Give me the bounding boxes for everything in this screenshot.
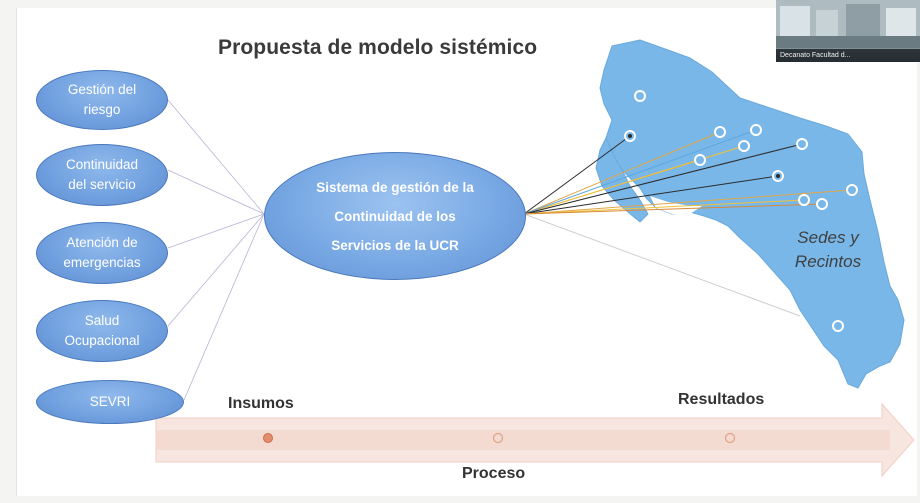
slide-title: Propuesta de modelo sistémico xyxy=(218,36,538,59)
site-markers xyxy=(624,90,858,332)
label-inputs: Insumos xyxy=(228,395,294,412)
site-marker-dots xyxy=(628,134,780,178)
process-marker-end xyxy=(724,432,736,444)
site-marker xyxy=(846,184,858,196)
webcam-caption: Decanato Facultad d... xyxy=(776,49,920,62)
map-label: Sedes y Recintos xyxy=(794,228,862,271)
webcam-scene xyxy=(776,0,920,48)
nicoya-peninsula xyxy=(595,136,649,223)
costa-rica-map xyxy=(599,39,905,389)
process-marker-start xyxy=(263,433,273,443)
input-risk-management: Gestión del riesgo xyxy=(36,70,168,130)
site-marker xyxy=(816,198,828,210)
input-emergency-response: Atención de emergencias xyxy=(36,222,168,284)
input-connectors xyxy=(167,99,265,401)
process-marker-mid xyxy=(492,432,504,444)
label-process: Proceso xyxy=(462,465,526,482)
webcam-thumbnail[interactable]: Decanato Facultad d... xyxy=(776,0,920,62)
site-connectors xyxy=(523,129,853,317)
input-occupational-health: Salud Ocupacional xyxy=(36,300,168,362)
site-marker xyxy=(714,126,726,138)
label-results: Resultados xyxy=(678,391,765,408)
site-marker xyxy=(750,124,762,136)
site-marker xyxy=(694,154,706,166)
central-system-node: Sistema de gestión de la Continuidad de … xyxy=(264,152,526,280)
process-arrow-band xyxy=(156,430,890,450)
site-marker xyxy=(798,194,810,206)
site-marker xyxy=(832,320,844,332)
input-sevri: SEVRI xyxy=(36,380,184,424)
input-service-continuity: Continuidad del servicio xyxy=(36,144,168,206)
site-marker xyxy=(796,138,808,150)
site-marker xyxy=(738,140,750,152)
site-marker xyxy=(634,90,646,102)
